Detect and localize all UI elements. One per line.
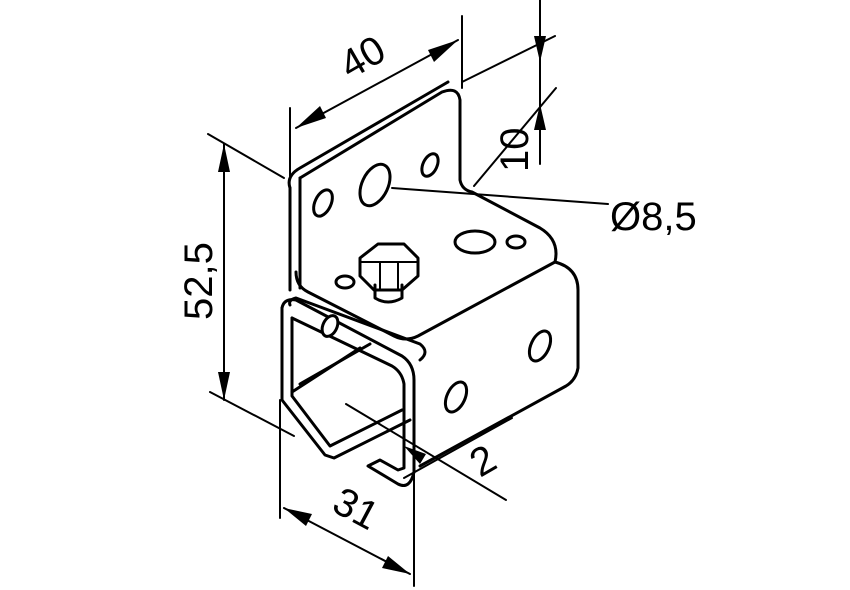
hole-tiny-left [334,274,356,290]
dim-label-52-5: 52,5 [177,242,221,320]
bolt [358,242,420,304]
dimension-10: 10 [461,0,557,187]
dim-label-10: 10 [493,128,537,173]
dim-label-31: 31 [326,479,386,539]
dimension-hole-diameter: Ø8,5 [391,187,697,239]
top-flange [287,80,558,341]
channel-body [280,260,580,487]
channel-hole-2 [527,329,553,363]
dim-label-hole-diameter: Ø8,5 [610,195,697,239]
hole-small-right [420,152,440,178]
hole-main [358,162,392,208]
dimension-52-5: 52,5 [177,133,295,437]
channel-hole-1 [320,314,340,338]
channel-holes [320,314,553,414]
hole-small-left [312,188,334,218]
dim-label-40: 40 [333,27,394,87]
hole-tiny [505,234,527,250]
dimension-2: 2 [345,403,513,501]
channel-hole-3 [443,380,469,414]
hole-slot [453,229,497,255]
flange-holes [312,152,527,290]
